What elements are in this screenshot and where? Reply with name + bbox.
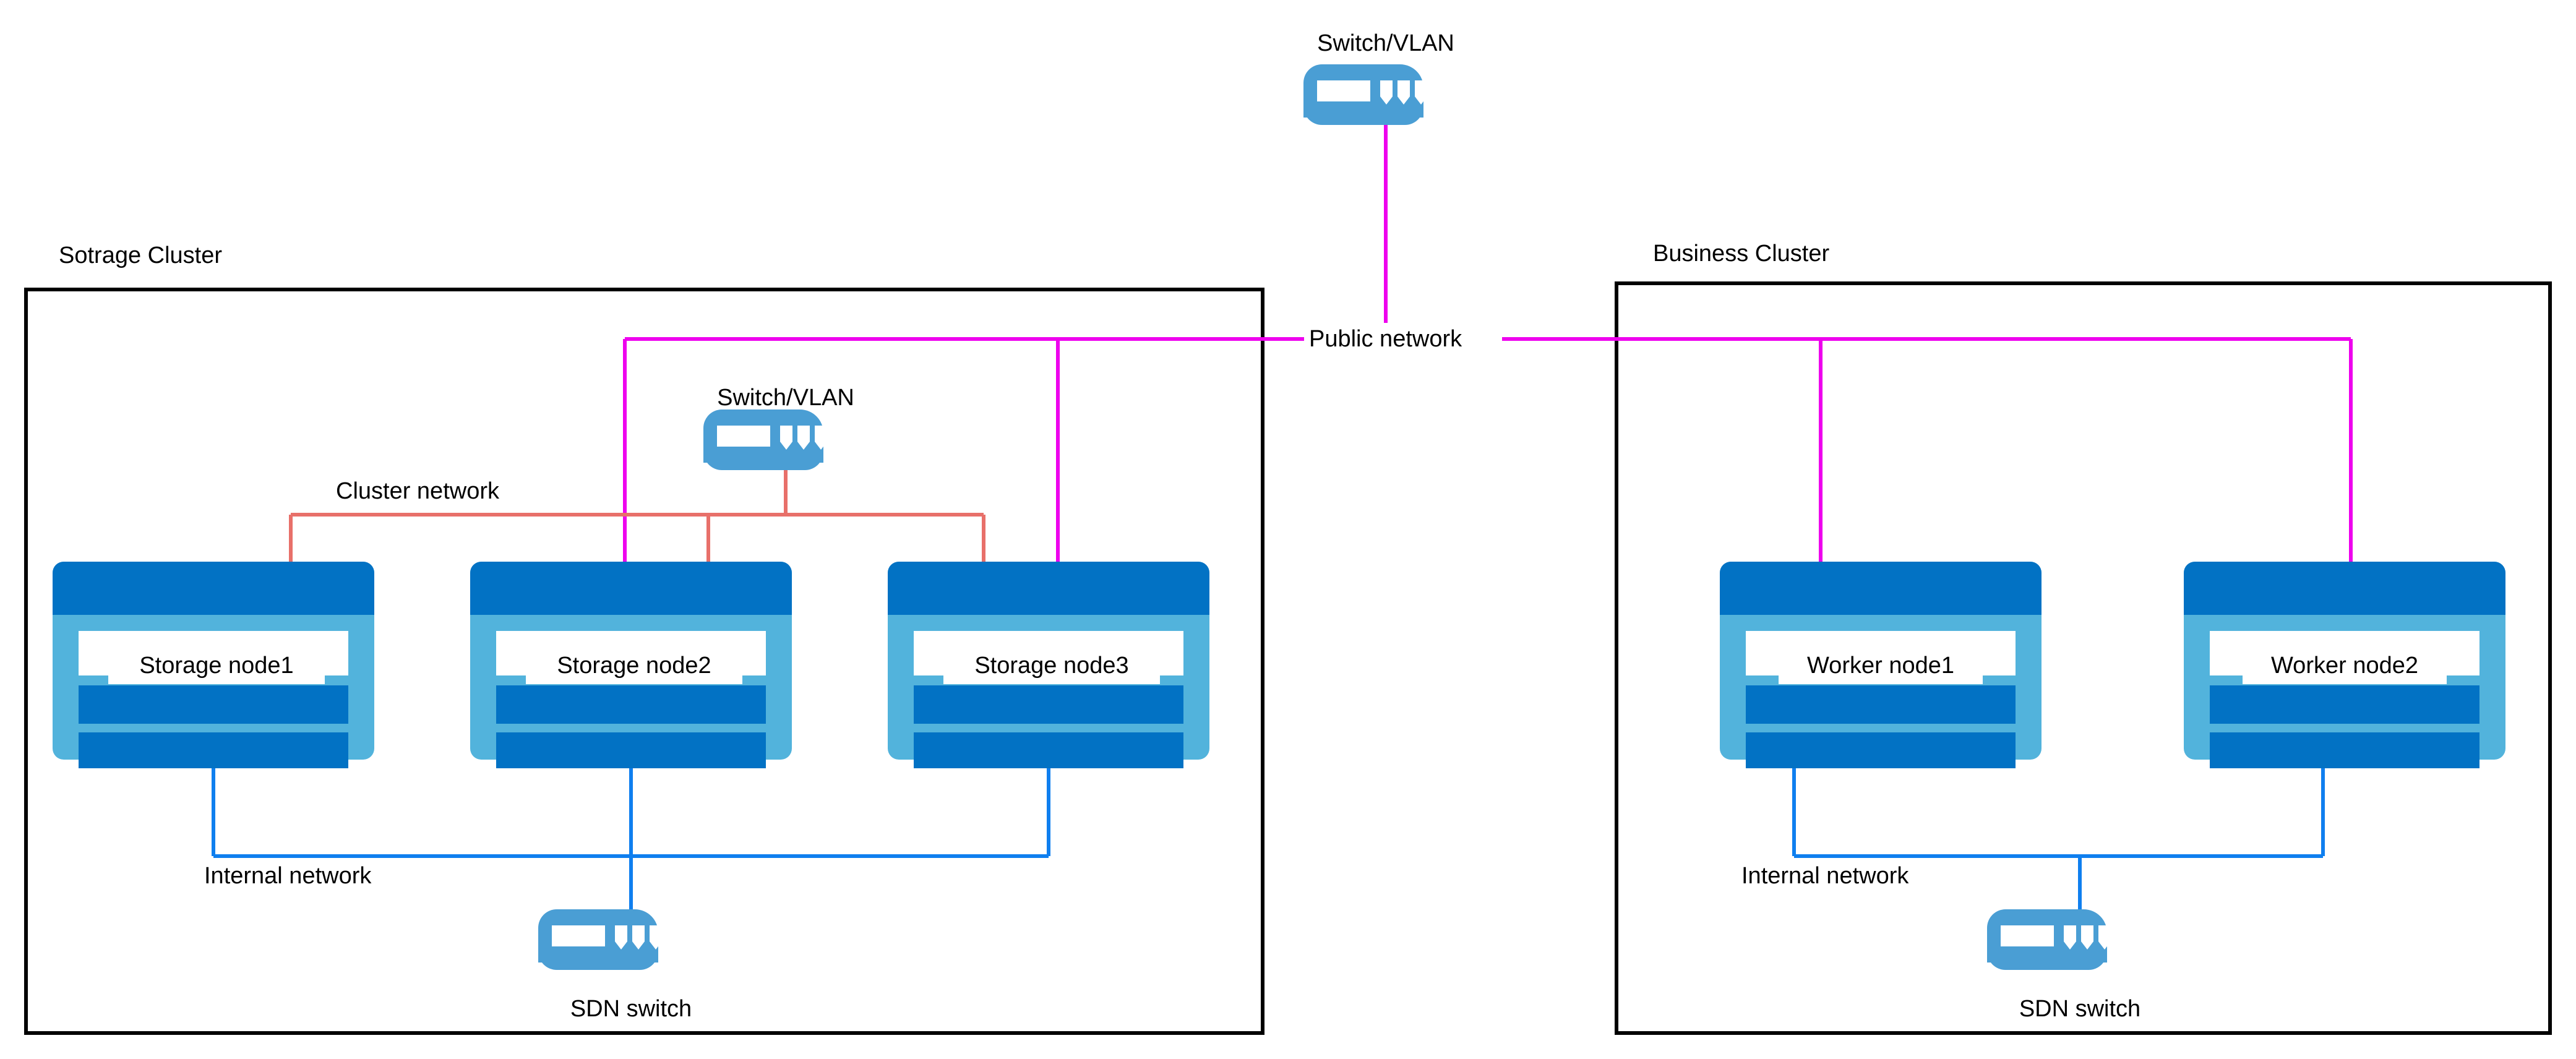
worker-node2-label: Worker node2 <box>2271 653 2418 679</box>
storage-node1-label-bg <box>108 647 325 684</box>
worker-node2-label-bg <box>2243 647 2447 684</box>
public-network-label: Public network <box>1309 326 1462 352</box>
node-storage-node3[interactable]: Storage node3 <box>888 562 1209 768</box>
network-switch-icon <box>1303 64 1427 125</box>
network-switch-icon <box>703 409 827 470</box>
worker-node1-label-bg <box>1779 647 1983 684</box>
cluster-network-label: Cluster network <box>336 478 500 504</box>
switch-storage-switch-vlan[interactable]: Switch/VLAN <box>703 385 854 470</box>
storage-internal-network-label: Internal network <box>204 863 372 889</box>
switch-top-label: Switch/VLAN <box>1317 30 1454 56</box>
storage-cluster-box <box>24 288 1264 1035</box>
storage-sdn-label: SDN switch <box>570 996 692 1022</box>
node-storage-node1[interactable]: Storage node1 <box>53 562 374 768</box>
switch-top-switch-vlan[interactable]: Switch/VLAN <box>1303 30 1454 125</box>
cluster-network-label-bg <box>331 475 547 507</box>
node-worker-node2[interactable]: Worker node2 <box>2184 562 2505 768</box>
storage-node2-label: Storage node2 <box>557 653 711 679</box>
network-switch-icon <box>1987 909 2111 970</box>
switch-storage-sdn[interactable]: SDN switch <box>538 909 692 1022</box>
switch-business-sdn[interactable]: SDN switch <box>1987 909 2140 1022</box>
storage-node3-label-bg <box>943 647 1160 684</box>
public-network-label-bg <box>1304 323 1502 355</box>
business-cluster-title: Business Cluster <box>1653 241 1829 267</box>
business-cluster-box <box>1615 281 2552 1035</box>
node-worker-node1[interactable]: Worker node1 <box>1720 562 2041 768</box>
business-sdn-label: SDN switch <box>2019 996 2140 1022</box>
business-internal-network-label: Internal network <box>1741 863 1909 889</box>
switch-storage-label: Switch/VLAN <box>717 385 854 411</box>
storage-node2-label-bg <box>526 647 742 684</box>
storage-node3-label: Storage node3 <box>974 653 1128 679</box>
worker-node1-label: Worker node1 <box>1807 653 1954 679</box>
node-storage-node2[interactable]: Storage node2 <box>470 562 792 768</box>
storage-cluster-title: Sotrage Cluster <box>59 242 222 268</box>
storage-node1-label: Storage node1 <box>139 653 293 679</box>
network-switch-icon <box>538 909 662 970</box>
